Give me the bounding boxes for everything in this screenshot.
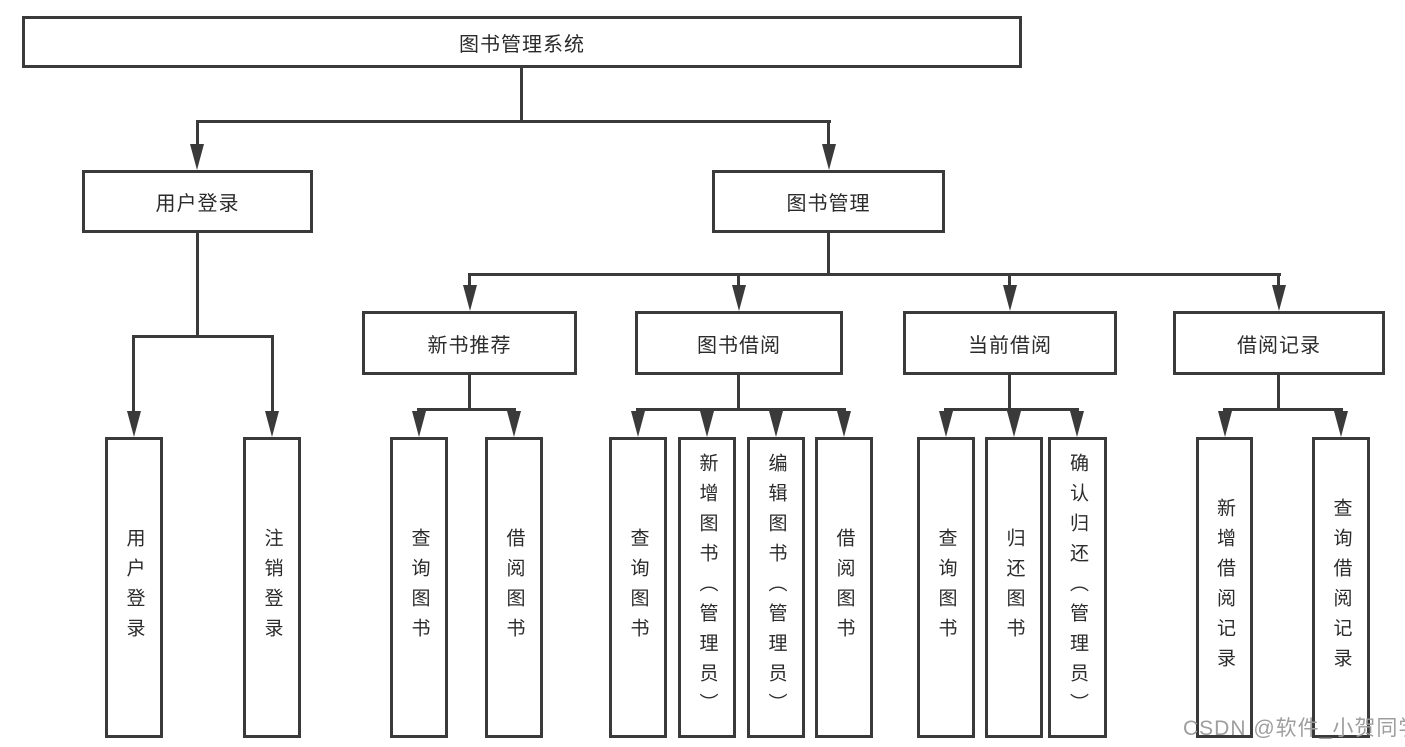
leaf-borrow-books-recommend-label: 借阅图书 <box>503 527 525 648</box>
arrow-down-leaf-1 <box>127 411 141 437</box>
arrow-down-borrowing <box>732 285 746 311</box>
leaf-search-books-current-label: 查询图书 <box>935 527 957 648</box>
node-current-borrowing-label: 当前借阅 <box>968 334 1052 357</box>
leaf-edit-books-admin-label: 编辑图书（管理员） <box>765 452 787 723</box>
arrow-down-leaf-3 <box>412 411 426 437</box>
connector-root-stem <box>520 67 523 120</box>
connector-drop-recommend <box>468 273 471 287</box>
connector-borrowing-bus <box>636 408 846 411</box>
connector-drop-book-management <box>827 120 830 148</box>
arrow-down-leaf-4 <box>507 411 521 437</box>
node-borrowing-records-label: 借阅记录 <box>1237 334 1321 357</box>
connector-drop-records <box>1277 273 1280 287</box>
connector-records-bus <box>1223 408 1343 411</box>
arrow-down-leaf-6 <box>700 411 714 437</box>
arrow-down-leaf-2 <box>265 411 279 437</box>
connector-user-login-bus <box>132 335 274 338</box>
arrow-down-leaf-12 <box>1218 411 1232 437</box>
connector-drop-leaf-2 <box>271 335 274 413</box>
leaf-search-books-recommend: 查询图书 <box>390 437 448 738</box>
connector-drop-current <box>1008 273 1011 287</box>
connector-borrowing-stem <box>737 375 740 411</box>
arrow-down-leaf-5 <box>631 411 645 437</box>
leaf-add-borrow-record: 新增借阅记录 <box>1196 437 1253 738</box>
connector-book-management-bus <box>468 273 1281 276</box>
node-root-label: 图书管理系统 <box>459 33 585 56</box>
leaf-return-books-label: 归还图书 <box>1003 527 1025 648</box>
leaf-add-books-admin-label: 新增图书（管理员） <box>696 452 718 723</box>
connector-current-stem <box>1008 375 1011 411</box>
leaf-user-login-label: 用户登录 <box>123 527 145 648</box>
leaf-search-borrow-record: 查询借阅记录 <box>1312 437 1370 738</box>
leaf-search-books-borrowing-label: 查询图书 <box>627 527 649 648</box>
connector-book-management-stem <box>827 233 830 273</box>
node-current-borrowing: 当前借阅 <box>903 311 1117 375</box>
arrow-down-leaf-8 <box>837 411 851 437</box>
connector-user-login-stem <box>196 233 199 335</box>
leaf-search-borrow-record-label: 查询借阅记录 <box>1330 497 1352 678</box>
connector-drop-borrowing <box>737 273 740 287</box>
connector-root-bus <box>196 120 831 123</box>
node-book-borrowing-label: 图书借阅 <box>697 334 781 357</box>
leaf-logout-login-label: 注销登录 <box>261 527 283 648</box>
leaf-search-books-borrowing: 查询图书 <box>609 437 667 738</box>
node-user-login-label: 用户登录 <box>155 193 240 215</box>
leaf-confirm-return-admin: 确认归还（管理员） <box>1048 437 1107 738</box>
arrow-down-user-login <box>190 144 204 170</box>
node-borrowing-records: 借阅记录 <box>1173 311 1385 375</box>
arrow-down-leaf-10 <box>1007 411 1021 437</box>
arrow-down-book-management <box>822 144 836 170</box>
arrow-down-leaf-7 <box>769 411 783 437</box>
node-new-book-recommend: 新书推荐 <box>362 311 577 375</box>
connector-recommend-bus <box>417 408 516 411</box>
leaf-borrow-books-borrowing-label: 借阅图书 <box>833 527 855 648</box>
leaf-add-books-admin: 新增图书（管理员） <box>678 437 736 738</box>
leaf-confirm-return-admin-label: 确认归还（管理员） <box>1067 452 1088 723</box>
arrow-down-records <box>1272 285 1286 311</box>
node-book-borrowing: 图书借阅 <box>635 311 843 375</box>
leaf-borrow-books-borrowing: 借阅图书 <box>815 437 873 738</box>
leaf-borrow-books-recommend: 借阅图书 <box>485 437 543 738</box>
node-new-book-recommend-label: 新书推荐 <box>427 334 512 357</box>
node-book-management: 图书管理 <box>712 170 945 233</box>
arrow-down-recommend <box>463 285 477 311</box>
arrow-down-leaf-9 <box>939 411 953 437</box>
node-book-management-label: 图书管理 <box>786 193 871 215</box>
arrow-down-leaf-13 <box>1334 411 1348 437</box>
node-user-login: 用户登录 <box>82 170 313 233</box>
connector-drop-user-login <box>196 120 199 148</box>
connector-drop-leaf-1 <box>132 335 135 413</box>
arrow-down-leaf-11 <box>1070 411 1084 437</box>
leaf-edit-books-admin: 编辑图书（管理员） <box>747 437 805 738</box>
watermark: CSDN @软件_小贺同学 <box>1183 717 1405 740</box>
node-root: 图书管理系统 <box>22 16 1022 68</box>
connector-recommend-stem <box>468 375 471 411</box>
connector-records-stem <box>1277 375 1280 411</box>
leaf-logout-login: 注销登录 <box>243 437 301 738</box>
leaf-user-login: 用户登录 <box>105 437 163 738</box>
leaf-add-borrow-record-label: 新增借阅记录 <box>1214 497 1235 678</box>
leaf-search-books-recommend-label: 查询图书 <box>408 527 430 648</box>
leaf-search-books-current: 查询图书 <box>917 437 975 738</box>
arrow-down-current <box>1003 285 1017 311</box>
leaf-return-books: 归还图书 <box>985 437 1043 738</box>
connector-current-bus <box>944 408 1079 411</box>
